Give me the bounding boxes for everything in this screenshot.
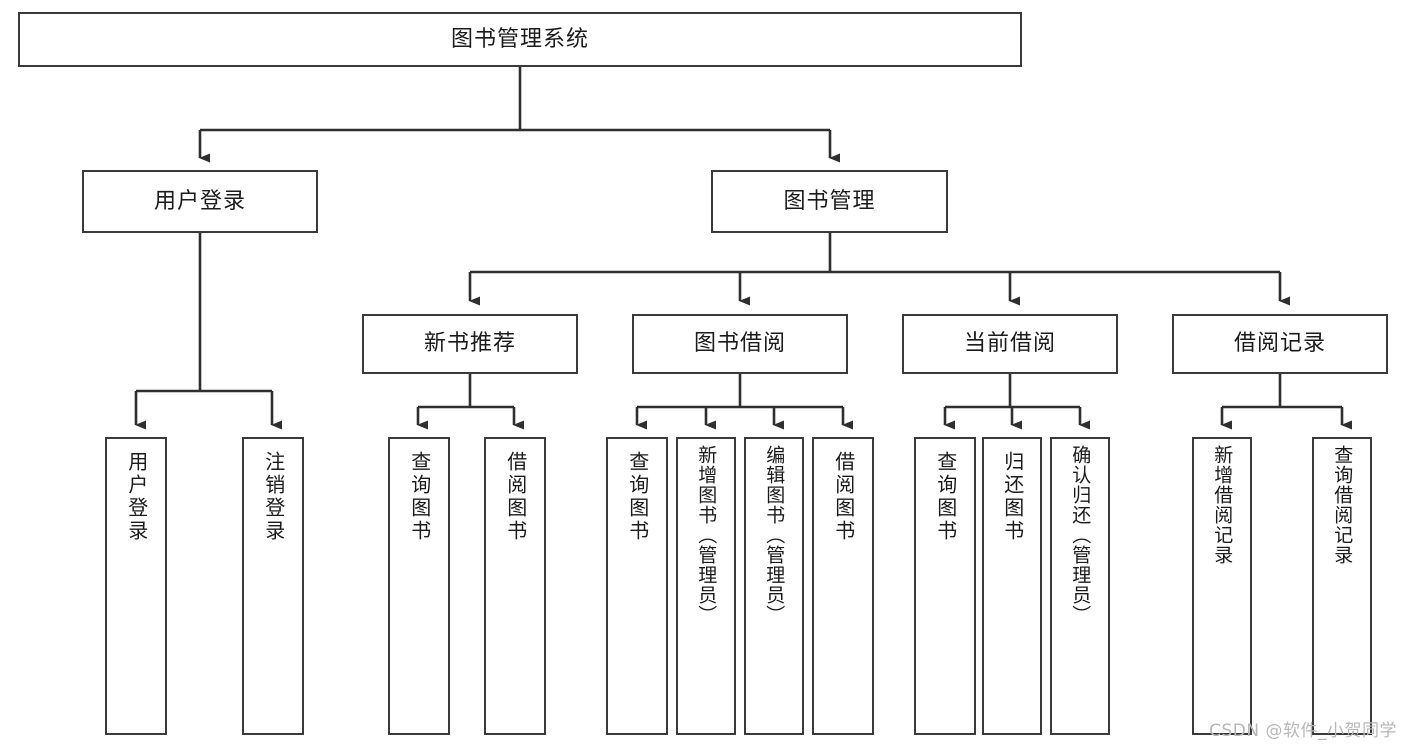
node-label: 用户登录 [124,451,149,543]
node-label: 新增图书（管理员） [695,445,718,625]
leaf-borrow-query-book[interactable]: 查询图书 [606,437,668,735]
leaf-recommend-query-book[interactable]: 查询图书 [388,437,450,735]
leaf-user-login-signout[interactable]: 注销登录 [242,437,304,735]
node-root-system[interactable]: 图书管理系统 [18,12,1022,67]
node-label: 查询图书 [407,451,432,543]
node-label: 查询图书 [933,451,958,543]
node-book-borrow[interactable]: 图书借阅 [632,314,848,374]
leaf-user-login-signin[interactable]: 用户登录 [105,437,167,735]
node-label: 借阅记录 [1233,331,1326,357]
leaf-current-return-book[interactable]: 归还图书 [982,437,1042,735]
node-label: 借阅图书 [503,451,528,543]
node-borrow-record[interactable]: 借阅记录 [1172,314,1388,374]
node-label: 查询图书 [625,451,650,543]
node-label: 归还图书 [1000,451,1025,543]
leaf-borrow-borrow-book[interactable]: 借阅图书 [812,437,874,735]
node-label: 新书推荐 [423,331,516,357]
node-label: 确认归还（管理员） [1069,445,1092,625]
node-label: 注销登录 [261,451,286,543]
leaf-borrow-edit-book-admin[interactable]: 编辑图书（管理员） [744,437,804,735]
node-label: 当前借阅 [963,331,1056,357]
node-label: 图书管理系统 [450,26,589,52]
node-label: 新增借阅记录 [1211,445,1234,565]
node-user-login[interactable]: 用户登录 [82,170,318,233]
node-label: 编辑图书（管理员） [763,445,786,625]
node-new-book-recommend[interactable]: 新书推荐 [362,314,578,374]
node-book-management[interactable]: 图书管理 [711,170,948,233]
node-label: 借阅图书 [831,451,856,543]
leaf-current-query-book[interactable]: 查询图书 [914,437,976,735]
node-current-borrow[interactable]: 当前借阅 [902,314,1118,374]
leaf-record-query-record[interactable]: 查询借阅记录 [1312,437,1372,735]
node-label: 图书管理 [783,188,876,214]
node-label: 用户登录 [153,188,246,214]
leaf-record-add-record[interactable]: 新增借阅记录 [1192,437,1252,735]
node-label: 图书借阅 [693,331,786,357]
leaf-current-confirm-return-admin[interactable]: 确认归还（管理员） [1050,437,1110,735]
node-label: 查询借阅记录 [1331,445,1354,565]
leaf-recommend-borrow-book[interactable]: 借阅图书 [484,437,546,735]
leaf-borrow-add-book-admin[interactable]: 新增图书（管理员） [676,437,736,735]
